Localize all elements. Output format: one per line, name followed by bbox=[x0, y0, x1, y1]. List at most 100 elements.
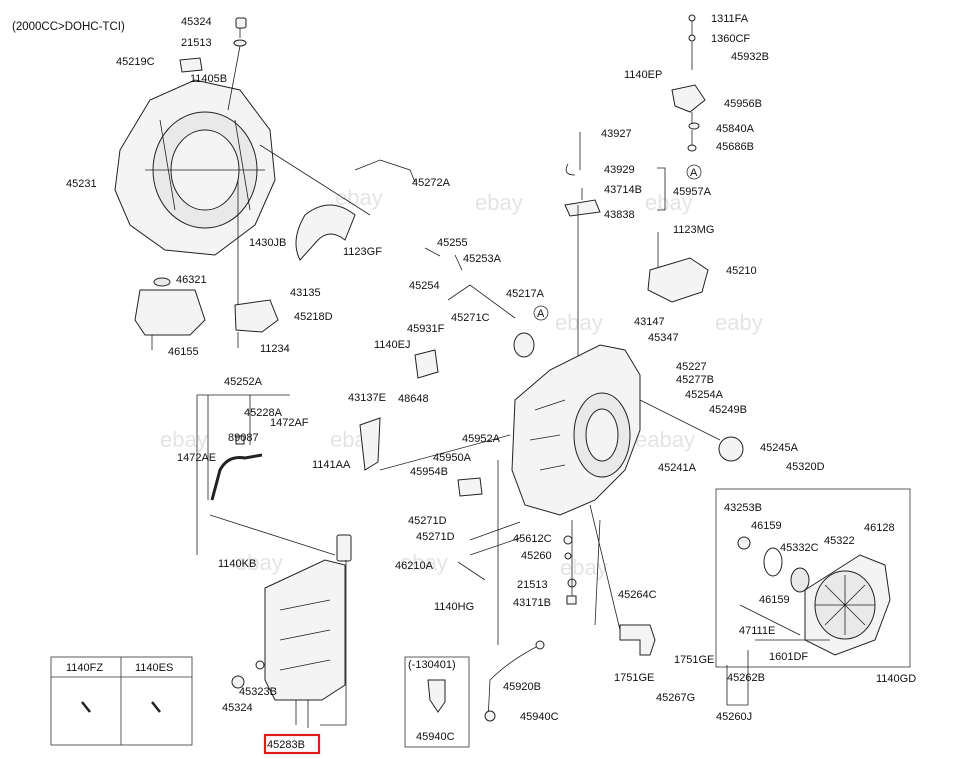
part-label: 45210 bbox=[726, 265, 757, 277]
bracket-45219c bbox=[179, 57, 203, 73]
part-label: 46159 bbox=[759, 594, 790, 606]
part-label: 11405B bbox=[190, 73, 227, 85]
part-label: 45271D bbox=[408, 515, 447, 527]
part-label: 1140EP bbox=[624, 69, 662, 81]
part-label: 1430JB bbox=[249, 237, 286, 249]
part-label: 45267G bbox=[656, 692, 695, 704]
part-label: 1751GE bbox=[614, 672, 654, 684]
part-label: 45254A bbox=[685, 389, 724, 401]
part-label: 45260J bbox=[716, 711, 752, 723]
part-label: 45612C bbox=[513, 533, 552, 545]
variant-label: (-130401) bbox=[408, 659, 456, 671]
converter-housing-group bbox=[114, 17, 276, 256]
part-label: 46321 bbox=[176, 274, 207, 286]
case-inner-bore bbox=[585, 408, 619, 462]
clutch-cover-box bbox=[715, 488, 911, 668]
plate-45950a bbox=[457, 477, 483, 497]
part-label: 1123GF bbox=[343, 246, 382, 258]
part-label: 45322 bbox=[824, 535, 855, 547]
part-label: 45262B bbox=[727, 672, 765, 684]
part-label: 11234 bbox=[260, 343, 290, 355]
part-label: 45264C bbox=[618, 589, 657, 601]
part-label: 21513 bbox=[517, 579, 548, 591]
watermark: ebay bbox=[645, 190, 693, 215]
valve-body-45283b bbox=[264, 559, 346, 701]
part-label: 47111E bbox=[739, 625, 775, 637]
part-label: 45271C bbox=[451, 312, 490, 324]
part-label: 45253A bbox=[463, 253, 502, 265]
bolt-45324 bbox=[235, 17, 247, 29]
part-label: 45271D bbox=[416, 531, 455, 543]
part-label: 1140HG bbox=[434, 601, 474, 613]
part-label: 1472AE bbox=[177, 452, 216, 464]
part-label: 45228A bbox=[244, 407, 283, 419]
part-label: 21513 bbox=[181, 37, 212, 49]
watermark: ebay bbox=[235, 550, 283, 575]
part-label: 45956B bbox=[724, 98, 762, 110]
shift-lever-45957a bbox=[564, 199, 601, 217]
part-label: 45323B bbox=[239, 686, 277, 698]
variant-box bbox=[404, 656, 470, 748]
part-label: 1311FA bbox=[711, 13, 749, 25]
part-label: 43838 bbox=[604, 209, 635, 221]
part-label: 45954B bbox=[410, 466, 448, 478]
part-label: 46159 bbox=[751, 520, 782, 532]
part-label: 1472AF bbox=[270, 417, 309, 429]
part-label: 45277B bbox=[676, 374, 714, 386]
part-label: 45260 bbox=[521, 550, 552, 562]
clutch-cover-group bbox=[737, 536, 891, 656]
part-label: 45219C bbox=[116, 56, 155, 68]
part-label: 43147 bbox=[634, 316, 665, 328]
sensor-45940c bbox=[427, 679, 446, 713]
watermark: ebay bbox=[555, 310, 603, 335]
part-label: 45255 bbox=[437, 237, 468, 249]
part-label: 45320D bbox=[786, 461, 825, 473]
part-label: 45254 bbox=[409, 280, 440, 292]
part-label: 43927 bbox=[601, 128, 632, 140]
watermark: ebay bbox=[160, 427, 208, 452]
part-labels: 45324 21513 45219C 11405B 45231 45272A 1… bbox=[66, 13, 916, 751]
bracket-45218d bbox=[234, 299, 279, 333]
watermarks: ebay ebay ebay eaby ebay ebay ebay ebay … bbox=[160, 185, 763, 580]
part-label: 1140KB bbox=[218, 558, 256, 570]
part-label: 46210A bbox=[395, 560, 434, 572]
watermark: ebay bbox=[475, 190, 523, 215]
oil-strainer-group bbox=[196, 394, 352, 728]
part-label: 48648 bbox=[398, 393, 429, 405]
marker-a-2 bbox=[533, 305, 549, 321]
part-label: 45272A bbox=[412, 177, 451, 189]
part-label: 45231 bbox=[66, 178, 97, 190]
watermark: eaby bbox=[715, 310, 763, 335]
engine-spec-label: (2000CC>DOHC-TCI) bbox=[12, 21, 125, 33]
part-label: 1601DF bbox=[769, 651, 808, 663]
bracket-45931f bbox=[414, 349, 439, 379]
shift-shaft-group bbox=[564, 132, 601, 365]
watermark: eabay bbox=[635, 427, 695, 452]
oil-pan-46321 bbox=[134, 289, 206, 336]
part-label: 45686B bbox=[716, 141, 754, 153]
sensor-45956b bbox=[671, 84, 706, 113]
marker-label: A bbox=[690, 167, 698, 179]
part-label: 1140GD bbox=[876, 673, 916, 685]
part-label: 1751GE bbox=[674, 654, 714, 666]
marker-label: A bbox=[537, 308, 545, 320]
hose-1472ae bbox=[210, 453, 263, 501]
part-label: 45840A bbox=[716, 123, 755, 135]
watermark: ebay bbox=[400, 550, 448, 575]
part-label: 45217A bbox=[506, 288, 545, 300]
part-label: 43137E bbox=[348, 392, 386, 404]
part-label: 45952A bbox=[462, 433, 501, 445]
sensor-assembly bbox=[671, 14, 706, 152]
part-label: 1141AA bbox=[312, 459, 351, 471]
seal-45245a bbox=[718, 436, 744, 462]
part-label: 45932B bbox=[731, 51, 769, 63]
part-label: 45920B bbox=[503, 681, 541, 693]
part-label: 1123MG bbox=[673, 224, 714, 236]
part-label: 45957A bbox=[673, 186, 712, 198]
part-label: 45324 bbox=[181, 16, 212, 28]
part-label: 46128 bbox=[864, 522, 895, 534]
part-label: 45245A bbox=[760, 442, 799, 454]
fastener-stack bbox=[563, 520, 577, 605]
pan-cap bbox=[153, 277, 171, 287]
